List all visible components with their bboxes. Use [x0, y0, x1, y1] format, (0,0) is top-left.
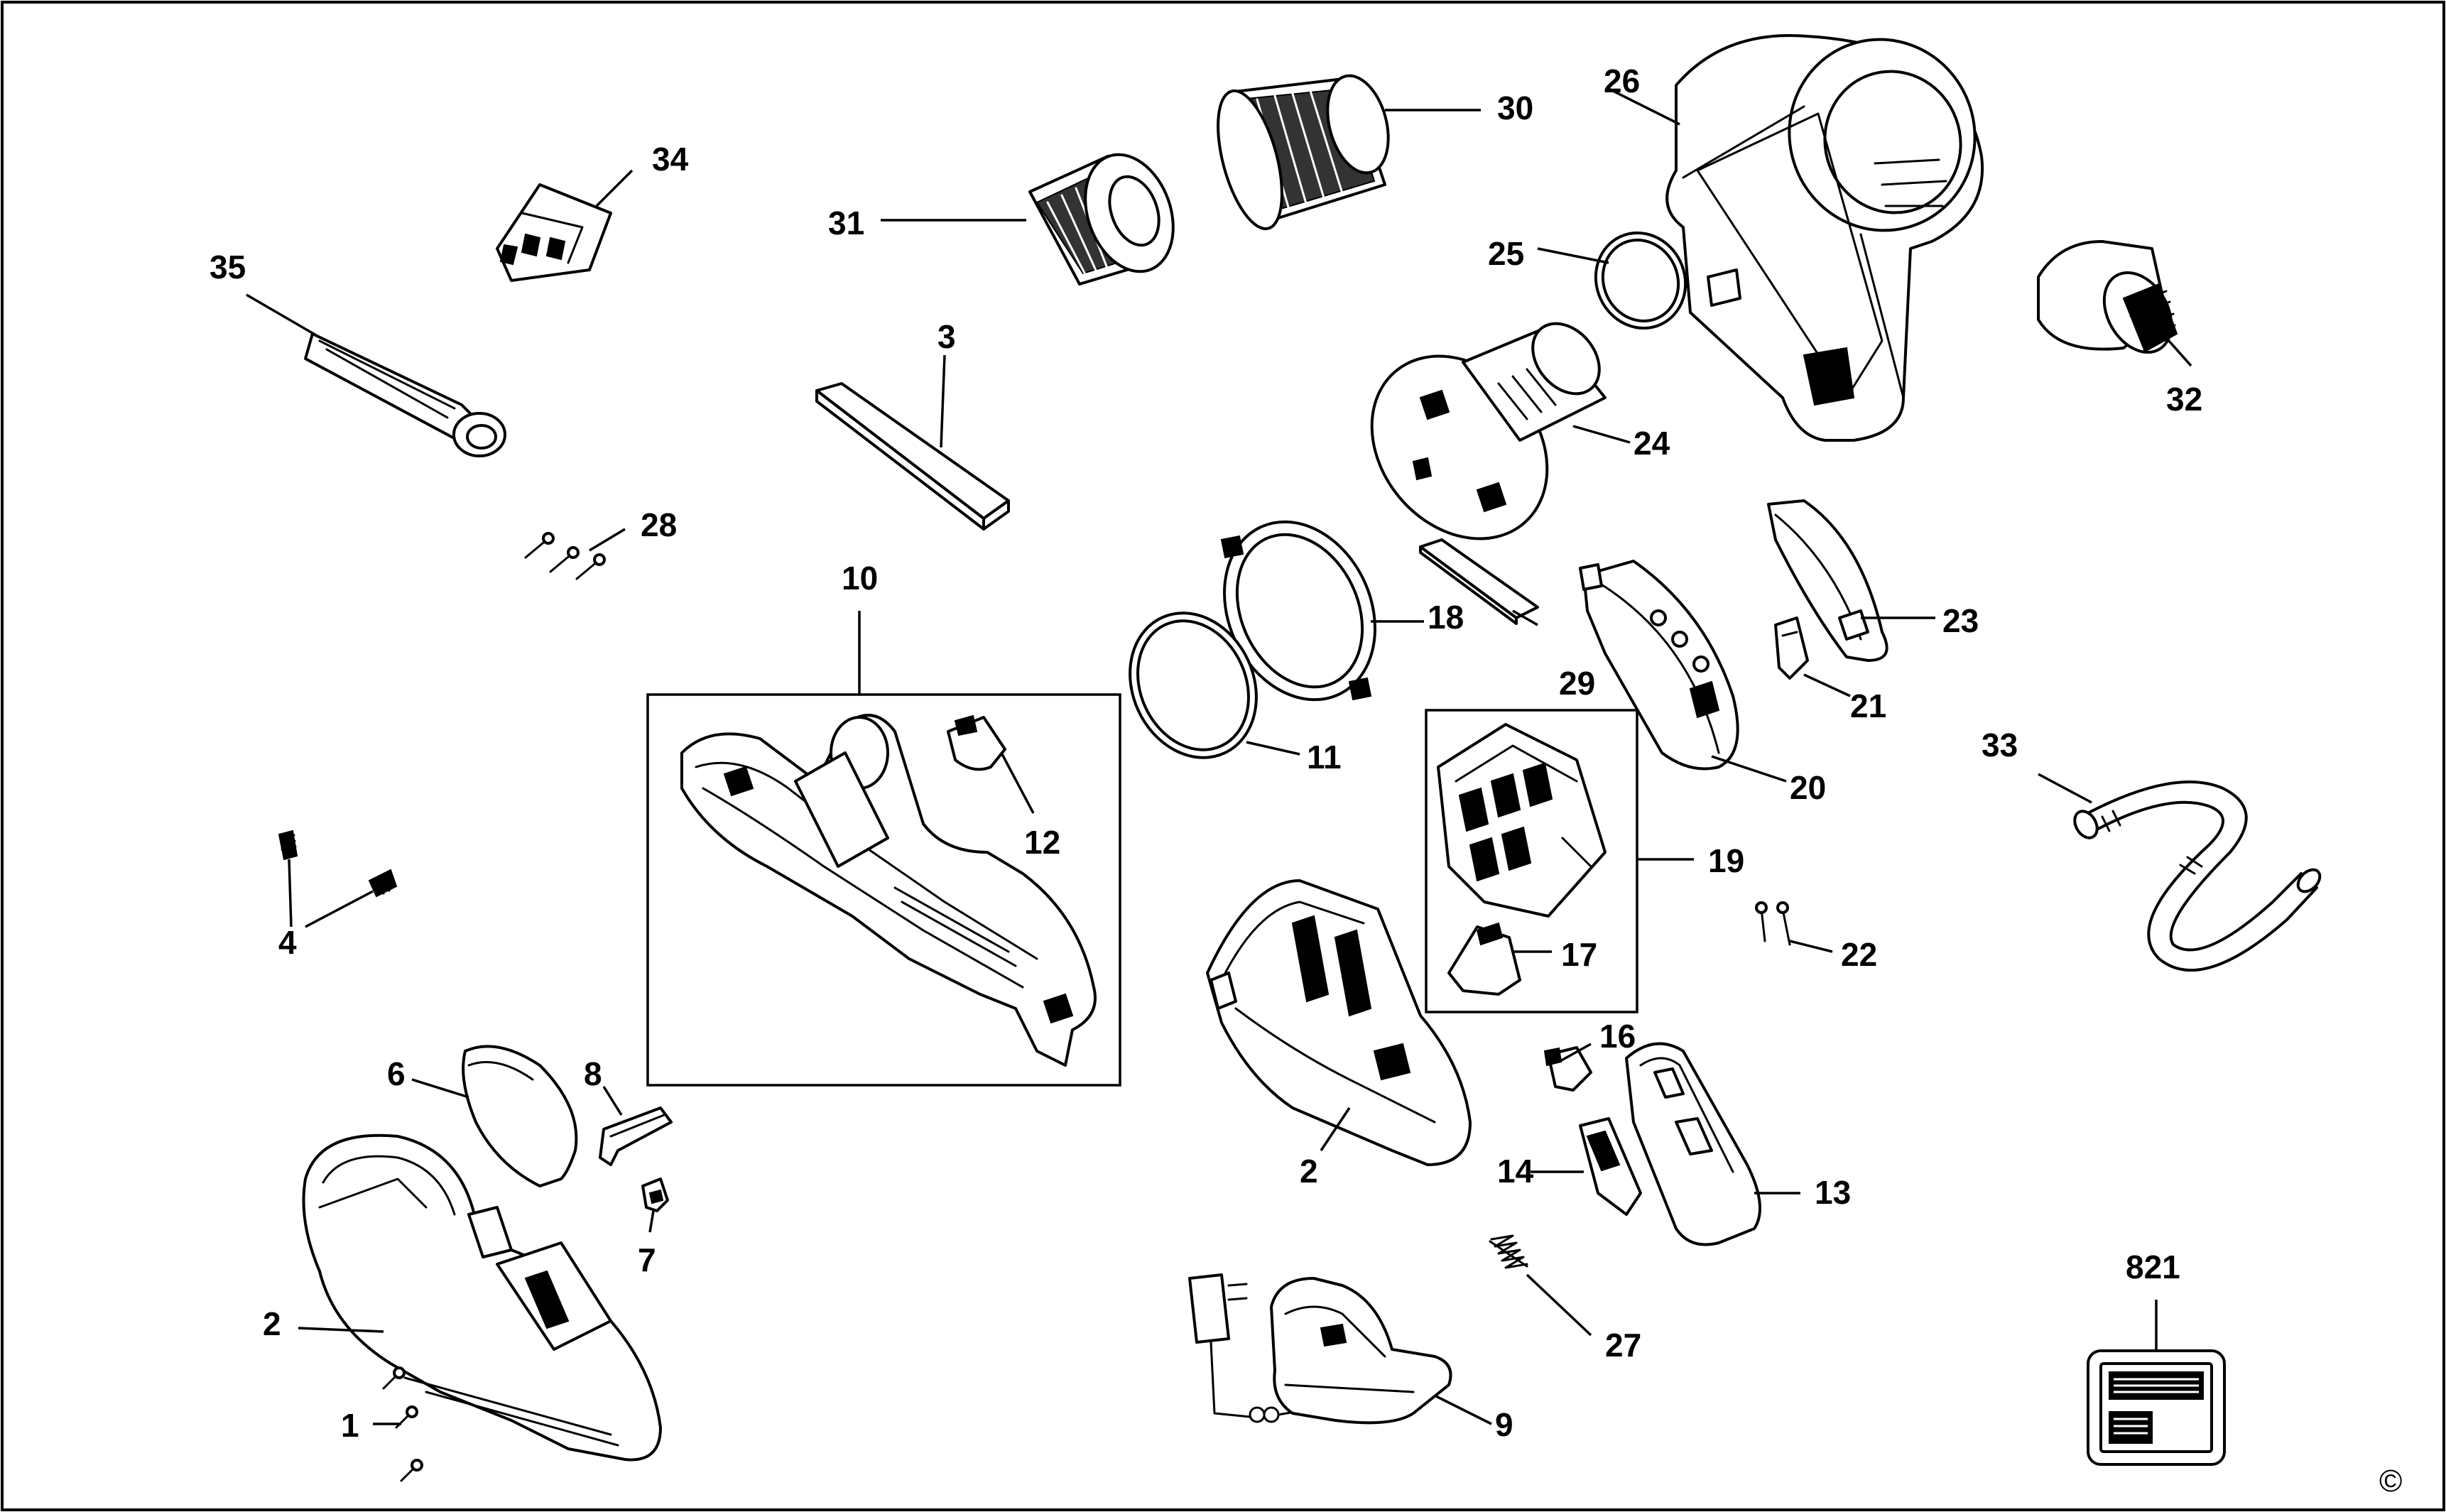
- callout-2a: 2: [263, 1305, 281, 1342]
- part-3-filter-strip: [815, 382, 1010, 531]
- callout-821: 821: [2126, 1249, 2180, 1285]
- callout-18: 18: [1428, 599, 1464, 636]
- callout-2b: 2: [1300, 1153, 1318, 1190]
- part-21-latch: [1774, 616, 1809, 680]
- callout-33: 33: [1982, 727, 2018, 763]
- callout-34: 34: [652, 141, 689, 178]
- callout-35: 35: [210, 249, 246, 285]
- part-7-latch: [641, 1177, 669, 1212]
- part-18-ring-frame: [1220, 520, 1376, 702]
- callout-23: 23: [1942, 602, 1979, 639]
- part-6-plate: [462, 1045, 578, 1187]
- callout-16: 16: [1599, 1018, 1636, 1055]
- part-14-switch: [1579, 1117, 1642, 1216]
- callout-1: 1: [341, 1407, 359, 1444]
- part-19-group-frame: [1425, 709, 1638, 1013]
- callout-12: 12: [1024, 824, 1060, 861]
- callout-8: 8: [584, 1055, 602, 1092]
- callout-19: 19: [1708, 842, 1744, 879]
- copyright-mark: ©: [2379, 1464, 2402, 1499]
- callout-31: 31: [828, 205, 864, 241]
- callout-27: 27: [1605, 1327, 1641, 1364]
- callout-25: 25: [1488, 235, 1524, 272]
- part-4-springs: [278, 830, 398, 898]
- callout-9: 9: [1495, 1406, 1513, 1443]
- callout-29: 29: [1559, 665, 1595, 702]
- part-35-crevice-tool: [304, 332, 506, 457]
- part-29-filter-pad: [1419, 538, 1539, 625]
- callout-labels: 35 34 28 3 31 30 26 25 32 24 29 23 21 20…: [210, 62, 2402, 1499]
- callout-22: 22: [1841, 936, 1877, 973]
- callout-4: 4: [278, 924, 297, 961]
- part-821-label: [2087, 1349, 2226, 1466]
- callout-13: 13: [1815, 1174, 1851, 1211]
- callout-24: 24: [1634, 425, 1670, 462]
- part-33-flexible-hose: [2073, 781, 2322, 972]
- callout-3: 3: [937, 318, 956, 355]
- callout-26: 26: [1604, 62, 1640, 99]
- part-31-pleated-filter: [1028, 153, 1175, 285]
- part-10-group-frame: [646, 693, 1121, 1087]
- part-30-filter-assembly: [1217, 74, 1390, 231]
- leader-lines: [246, 87, 2192, 1425]
- part-20-bracket: [1579, 560, 1739, 771]
- part-22-screws: [1755, 901, 1791, 946]
- callout-10: 10: [842, 560, 878, 597]
- callout-6: 6: [387, 1055, 406, 1092]
- part-17-spring-clip: [1447, 925, 1521, 996]
- part-13-handle-cover: [1625, 1042, 1761, 1246]
- callout-20: 20: [1790, 769, 1826, 806]
- callout-17: 17: [1561, 936, 1597, 973]
- part-34-nozzle: [496, 183, 612, 282]
- part-11-o-ring: [1129, 611, 1258, 759]
- callout-30: 30: [1497, 89, 1533, 126]
- part-9-charger: [1188, 1273, 1452, 1425]
- callout-11: 11: [1307, 739, 1342, 776]
- callout-7: 7: [638, 1241, 656, 1278]
- part-2b-housing-half: [1206, 879, 1472, 1166]
- part-28-screws: [524, 532, 606, 580]
- part-26-dust-bowl: [1665, 34, 1984, 442]
- part-27-spring: [1489, 1234, 1528, 1269]
- callout-14: 14: [1497, 1153, 1534, 1190]
- part-16-button: [1543, 1046, 1592, 1092]
- part-12-clip: [947, 714, 1006, 771]
- part-10-housing-group: [646, 693, 1121, 1087]
- part-32-brush-head: [2037, 240, 2178, 354]
- callout-32: 32: [2166, 381, 2202, 418]
- part-24-motor-assembly: [1370, 322, 1607, 540]
- part-25-o-ring: [1594, 232, 1687, 330]
- part-19-group: [1425, 709, 1638, 1013]
- callout-28: 28: [641, 506, 677, 543]
- part-2a-housing-half: [302, 1133, 662, 1462]
- part-8-clip: [599, 1106, 673, 1166]
- callout-21: 21: [1850, 687, 1886, 724]
